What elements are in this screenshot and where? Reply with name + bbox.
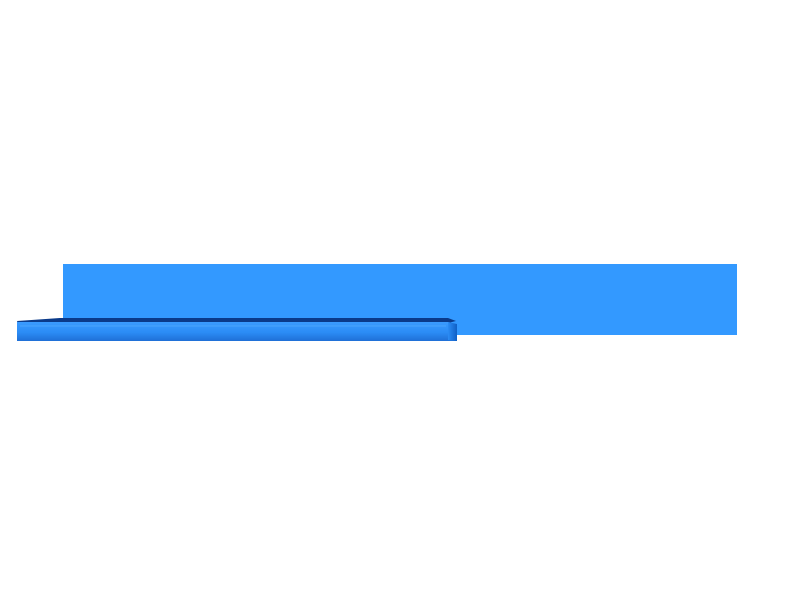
back-panel (63, 264, 737, 335)
